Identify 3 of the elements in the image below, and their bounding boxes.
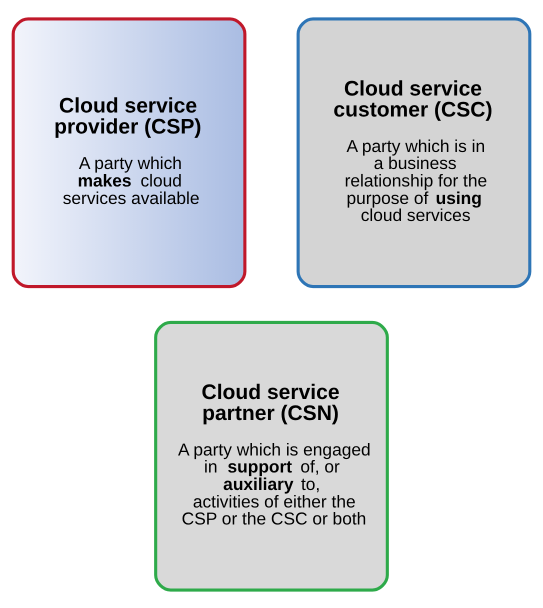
- node-box: Cloud service customer (CSC) A party which is in a business relationship for the purpose of using cloud services: [296, 16, 532, 288]
- node-box: Cloud service provider (CSP) A party which makes cloud services available: [12, 16, 246, 288]
- node-box: Cloud service partner (CSN) A party which is engaged in support of, or auxiliary to, activities of either the CSP or the CSC or both: [154, 320, 389, 592]
